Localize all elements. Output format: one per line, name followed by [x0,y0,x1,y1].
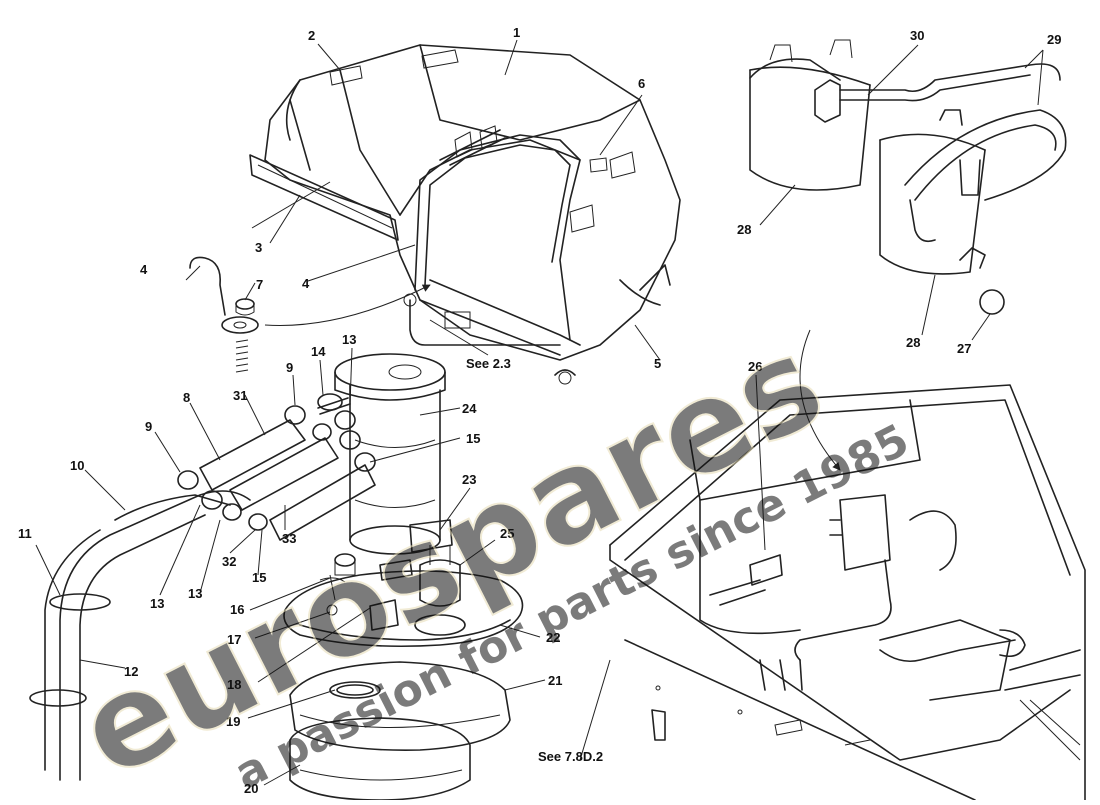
earth-strap [189,256,431,373]
callout-21: 21 [548,673,562,688]
callout-2: 2 [308,28,315,43]
callout-15-left: 15 [252,570,266,585]
callout-1: 1 [513,25,520,40]
boot-floor [609,329,1086,801]
callout-15-right: 15 [466,431,480,446]
callout-27: 27 [957,341,971,356]
callout-5: 5 [654,356,661,371]
callout-6: 6 [638,76,645,91]
callout-7: 7 [256,277,263,292]
callout-9-left: 9 [145,419,152,434]
callout-9-upper: 9 [286,360,293,375]
reference-notes: See 2.3 See 7.8D.2 [466,356,603,764]
callout-17: 17 [227,632,241,647]
callout-31: 31 [233,388,247,403]
pump-mounting [283,553,524,801]
callout-labels: 1 2 3 4 4 5 6 7 8 9 9 10 11 12 13 13 13 … [18,25,1061,796]
callout-13-top: 13 [342,332,356,347]
callout-22: 22 [546,630,560,645]
callout-25: 25 [500,526,514,541]
callout-18: 18 [227,677,241,692]
callout-14: 14 [311,344,326,359]
callout-33: 33 [282,531,296,546]
callout-19: 19 [226,714,240,729]
callout-8: 8 [183,390,190,405]
callout-4-tank: 4 [302,276,310,291]
callout-26: 26 [748,359,762,374]
callout-30: 30 [910,28,924,43]
reference-see-7-8d-2: See 7.8D.2 [538,749,603,764]
callout-24: 24 [462,401,477,416]
callout-28-upper: 28 [737,222,751,237]
callout-3: 3 [255,240,262,255]
hoses-and-clips [29,393,376,781]
callout-32: 32 [222,554,236,569]
callout-13-left: 13 [150,596,164,611]
callout-13-mid: 13 [188,586,202,601]
callout-20: 20 [244,781,258,796]
callout-23: 23 [462,472,476,487]
fuel-pump-assembly [334,353,461,607]
leader-lines [35,39,1044,786]
watermark: eurospares a passion for parts since 198… [55,306,917,805]
callout-28-lower: 28 [906,335,920,350]
charcoal-canisters [749,39,1067,315]
fuel-tank [249,44,681,385]
callout-12: 12 [124,664,138,679]
reference-see-2-3: See 2.3 [466,356,511,371]
callout-10: 10 [70,458,84,473]
callout-11: 11 [18,526,32,541]
callout-4-strap: 4 [140,262,148,277]
callout-16: 16 [230,602,244,617]
callout-29: 29 [1047,32,1061,47]
